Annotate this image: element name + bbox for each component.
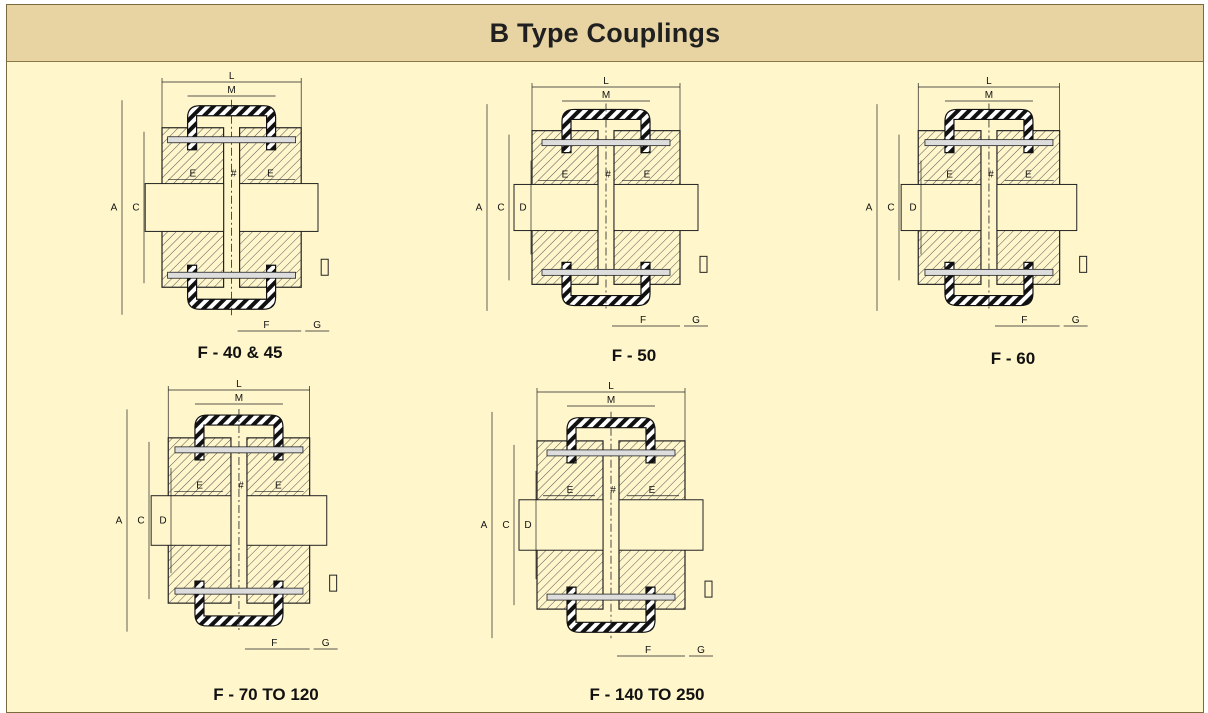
right-shaft [996, 183, 1078, 232]
dimension-label-g: G [692, 315, 700, 326]
dimension-label-e: E [275, 481, 282, 492]
left-shaft [144, 183, 225, 232]
dimension-label-hash: # [238, 481, 244, 492]
dimension-label-l: L [603, 76, 609, 87]
dimension-label-e: E [189, 169, 196, 180]
clamp-bolt [541, 268, 671, 276]
dimension-label-a: A [116, 516, 123, 527]
dimension-label-e: E [946, 169, 953, 180]
dimension-label-e: E [196, 481, 203, 492]
title-bar: B Type Couplings [7, 5, 1203, 62]
dimension-label-m: M [607, 395, 615, 406]
dimension-label-f: F [263, 320, 269, 331]
dimension-label-hash: # [231, 169, 237, 180]
dimension-label-d: D [519, 203, 526, 214]
dimension-label-e: E [267, 169, 274, 180]
clamp-bolt [167, 271, 296, 279]
clamp-bolt [174, 446, 304, 454]
dimension-label-c: C [497, 203, 504, 214]
dimension-label-c: C [137, 516, 144, 527]
dimension-label-e: E [644, 169, 651, 180]
dimension-label-d: D [159, 516, 166, 527]
page-title: B Type Couplings [489, 17, 721, 48]
clamp-bolt [174, 587, 304, 595]
dimension-label-l: L [986, 76, 992, 87]
left-shaft [518, 499, 604, 551]
dimension-label-f: F [645, 645, 651, 656]
dimension-label-e: E [649, 485, 656, 496]
clamp-bolt [924, 268, 1054, 276]
dimension-label-hash: # [988, 169, 994, 180]
dimension-label-g: G [313, 320, 321, 331]
left-shaft [900, 183, 982, 232]
clamp-bolt [546, 593, 676, 601]
tyre-top [194, 414, 284, 461]
right-shaft [618, 499, 704, 551]
caption-f50: F - 50 [611, 346, 657, 365]
dimension-label-d: D [524, 520, 531, 531]
clamp-bolt [167, 136, 296, 144]
tyre-bottom [194, 580, 284, 627]
left-shaft [150, 495, 232, 546]
dimension-label-d: D [909, 203, 916, 214]
caption-f70-120: F - 70 TO 120 [213, 685, 319, 704]
right-shaft [239, 183, 319, 232]
dimension-label-c: C [132, 203, 139, 214]
dimension-label-g: G [322, 638, 330, 649]
clamp-bolt [546, 449, 676, 457]
dimension-label-m: M [602, 90, 610, 101]
dimension-label-m: M [227, 85, 235, 96]
dimension-label-f: F [1021, 315, 1027, 326]
dimension-label-e: E [567, 485, 574, 496]
dimension-label-c: C [502, 520, 509, 531]
dimension-label-c: C [887, 203, 894, 214]
tyre-top [187, 105, 277, 151]
clamp-bolt [924, 139, 1054, 147]
bolt-side-view [1079, 255, 1088, 273]
dimension-label-f: F [640, 315, 646, 326]
dimension-label-m: M [985, 90, 993, 101]
dimension-label-e: E [1025, 169, 1032, 180]
dimension-label-a: A [476, 203, 483, 214]
dimension-label-a: A [866, 203, 873, 214]
tyre-top [944, 108, 1034, 154]
caption-f140-250: F - 140 TO 250 [589, 685, 705, 704]
dimension-label-a: A [481, 520, 488, 531]
dimension-label-g: G [1072, 315, 1080, 326]
caption-f60: F - 60 [990, 349, 1036, 368]
dimension-label-hash: # [605, 169, 611, 180]
dimension-label-m: M [235, 393, 243, 404]
tyre-top [566, 417, 656, 464]
bolt-side-view [329, 574, 338, 592]
bolt-side-view [699, 255, 708, 273]
dimension-label-e: E [562, 169, 569, 180]
dimension-label-f: F [271, 638, 277, 649]
dimension-label-l: L [229, 71, 235, 82]
dimension-label-l: L [236, 379, 242, 390]
caption-f40-45: F - 40 & 45 [197, 343, 283, 362]
clamp-bolt [541, 139, 671, 147]
dimension-label-l: L [608, 381, 614, 392]
tyre-top [561, 108, 651, 154]
dimension-label-a: A [111, 203, 118, 214]
bolt-side-view [320, 258, 329, 276]
dimension-label-g: G [697, 645, 705, 656]
right-shaft [246, 495, 328, 546]
bolt-side-view [704, 580, 713, 598]
dimension-label-hash: # [610, 485, 616, 496]
left-shaft [513, 183, 599, 232]
right-shaft [613, 183, 699, 232]
tyre-bottom [187, 264, 277, 310]
